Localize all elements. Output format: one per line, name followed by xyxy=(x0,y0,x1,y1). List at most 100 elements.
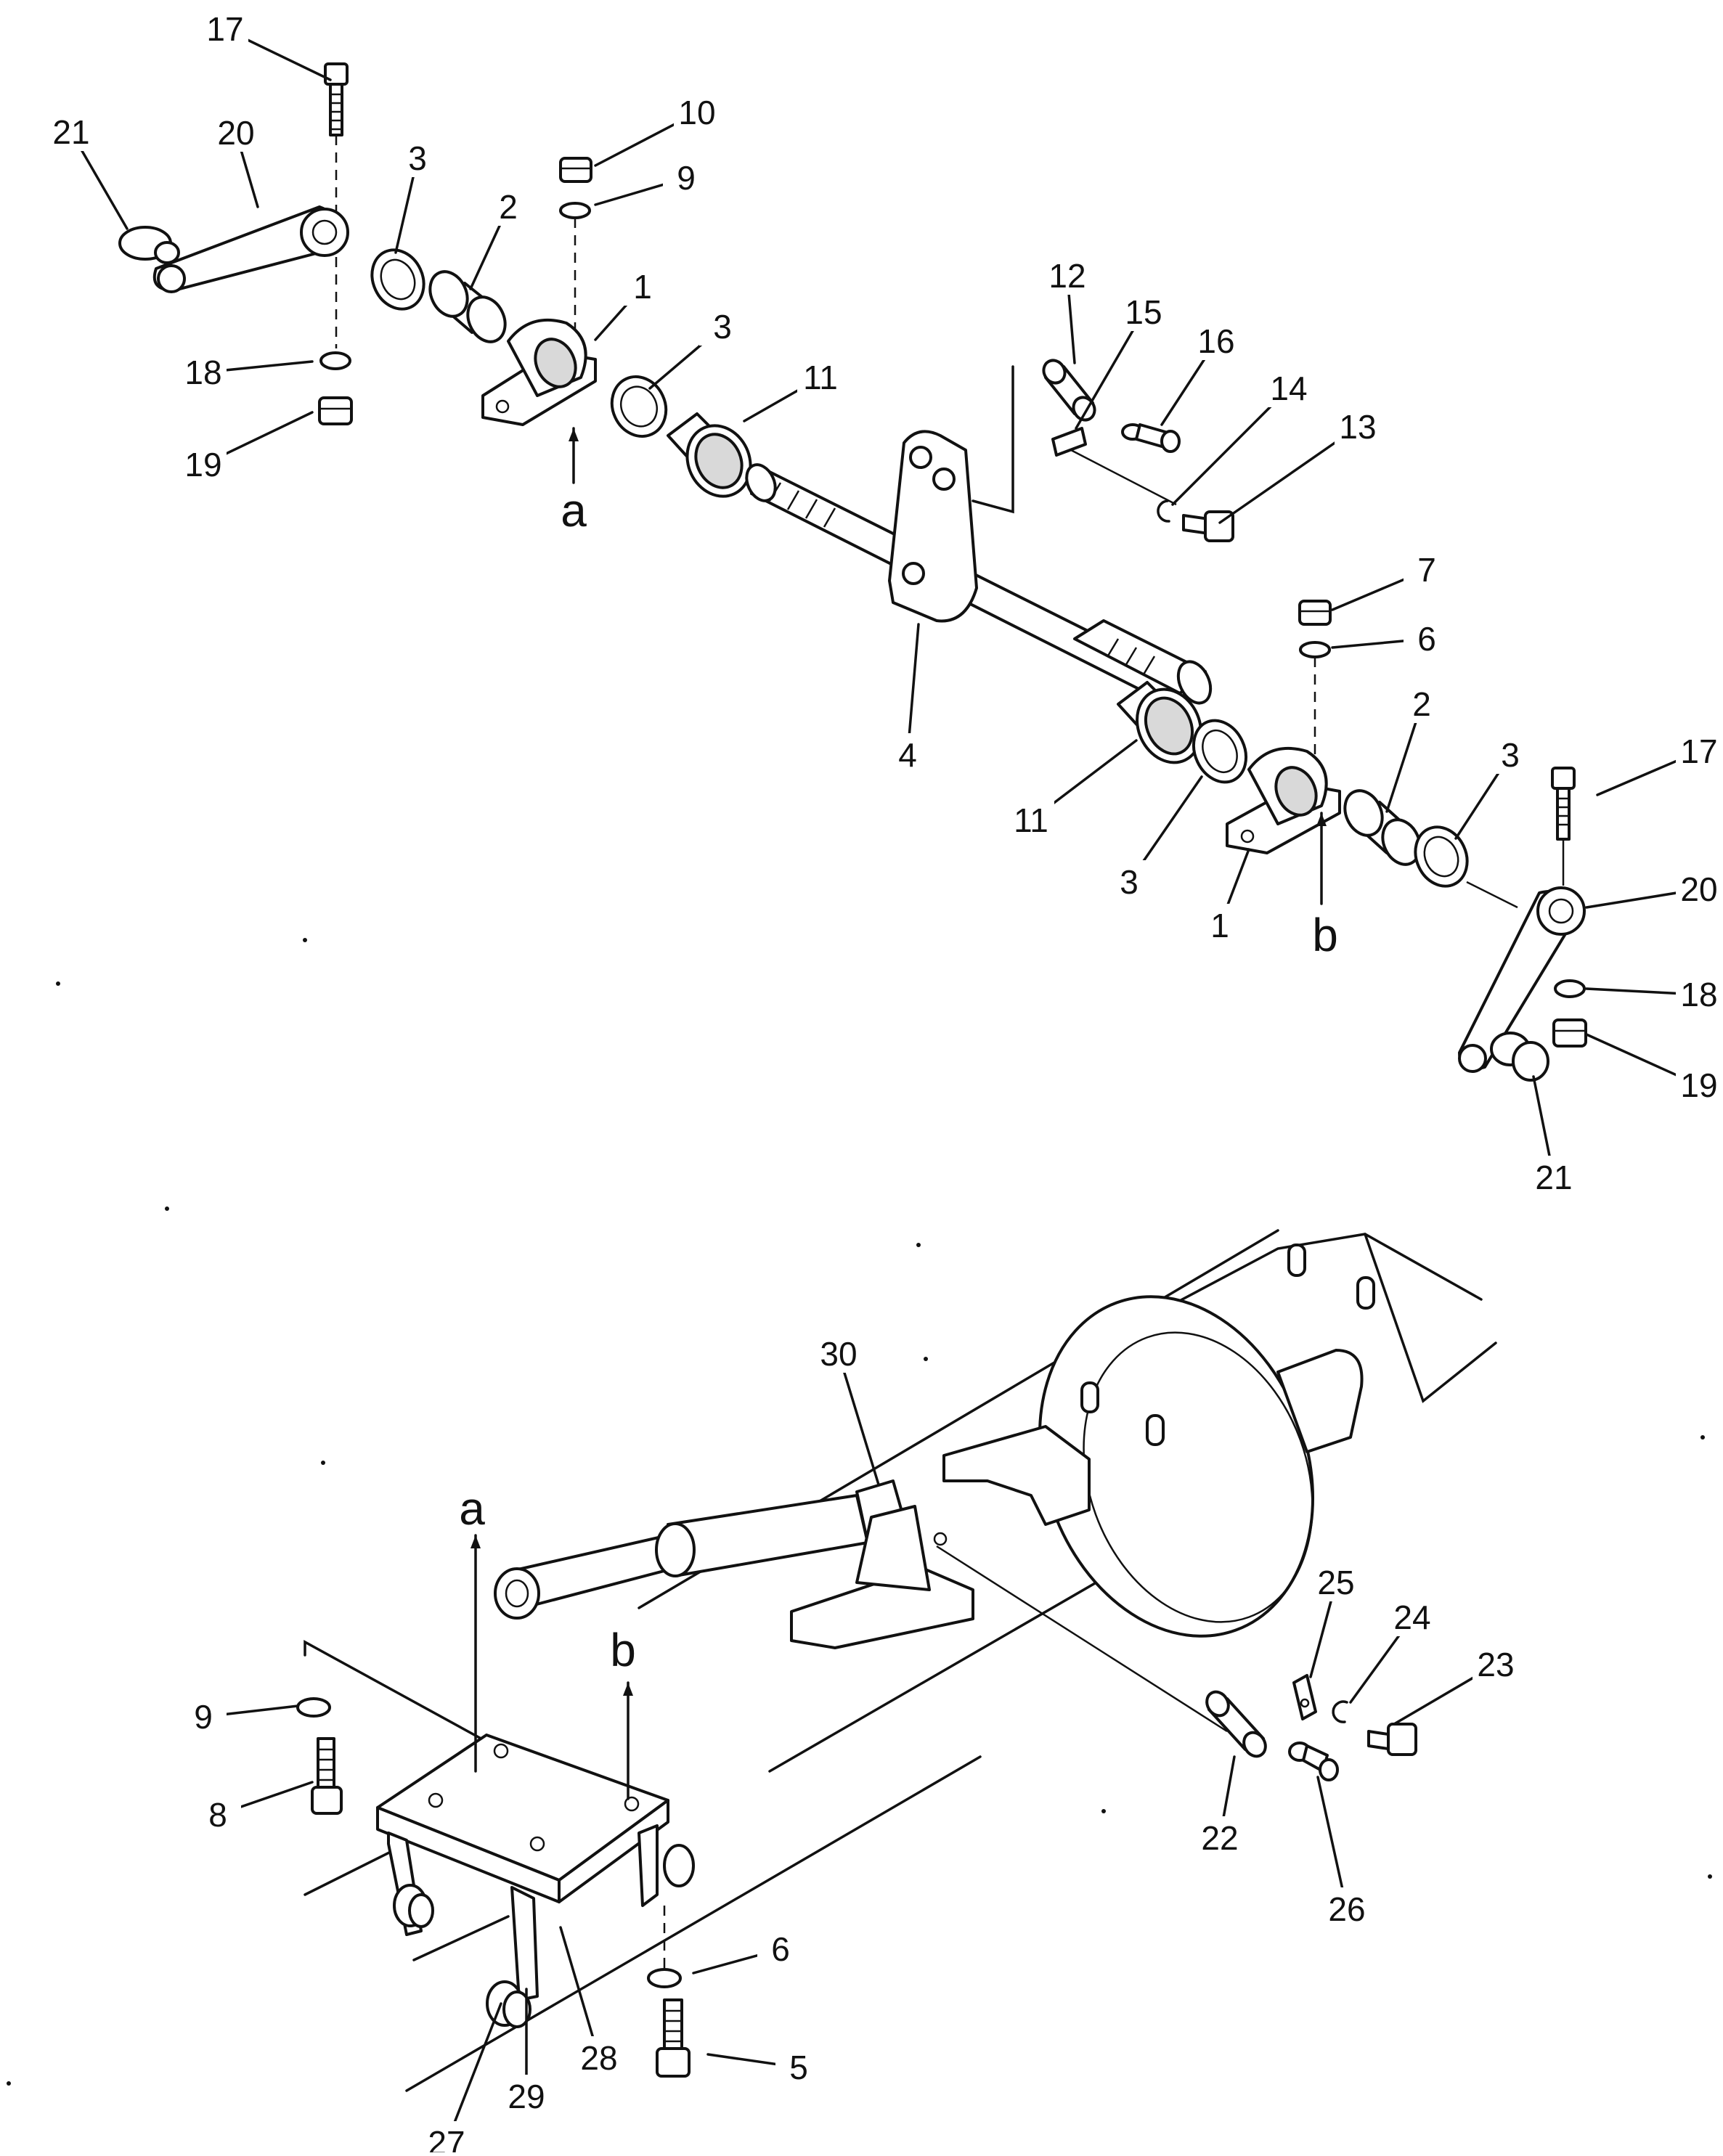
axis-line-pin-22 xyxy=(936,1545,1228,1733)
callout-c26: 26 xyxy=(1316,1776,1370,1928)
callout-c10: 10 xyxy=(594,91,720,167)
reference-rb2: b xyxy=(610,1624,636,1800)
washer-6-right xyxy=(1299,641,1331,658)
callout-label: 23 xyxy=(1477,1646,1514,1683)
callout-label: 13 xyxy=(1339,408,1376,446)
leader-line xyxy=(445,2002,502,2144)
nut-19-left xyxy=(318,396,353,425)
seal-3-middle xyxy=(610,375,668,438)
callout-c18b: 18 xyxy=(1585,973,1722,1013)
callout-label: 8 xyxy=(208,1796,227,1834)
lever-20-left xyxy=(152,205,349,293)
steering-knuckle-plate xyxy=(942,1425,1091,1526)
bolt-13 xyxy=(1182,510,1234,542)
callout-c30: 30 xyxy=(815,1332,880,1486)
callout-label: 20 xyxy=(217,114,254,152)
pin-22 xyxy=(1205,1690,1267,1758)
callout-label: 3 xyxy=(713,308,732,346)
callout-c3b: 3 xyxy=(648,305,746,390)
callout-label: 6 xyxy=(771,1930,790,1968)
callout-label: 18 xyxy=(184,354,221,391)
arrow-head xyxy=(1316,813,1327,826)
callout-c15: 15 xyxy=(1075,290,1167,430)
callout-c29: 29 xyxy=(503,1988,550,2115)
snap-ring-24 xyxy=(1332,1700,1348,1723)
callout-label: 10 xyxy=(678,94,715,131)
callout-c28: 28 xyxy=(559,1926,622,2077)
callout-c12: 12 xyxy=(1044,254,1091,364)
plate-25 xyxy=(1292,1674,1317,1720)
reference-letter: a xyxy=(459,1482,485,1535)
pin-21-left xyxy=(118,226,180,264)
callout-c6a: 6 xyxy=(1331,617,1450,658)
callout-label: 27 xyxy=(428,2124,465,2152)
callout-label: 24 xyxy=(1393,1598,1430,1636)
bearing-11-right xyxy=(1117,681,1202,764)
callout-c24: 24 xyxy=(1349,1596,1435,1704)
callout-c13: 13 xyxy=(1218,405,1381,524)
shaft-4 xyxy=(745,430,1213,706)
snap-ring-14 xyxy=(1157,499,1170,523)
bolt-8 xyxy=(311,1737,343,1815)
callout-c20a: 20 xyxy=(213,111,259,208)
reference-letter: b xyxy=(610,1624,636,1676)
callout-label: 19 xyxy=(1680,1066,1717,1104)
callout-label: 25 xyxy=(1317,1564,1354,1601)
bolt-17-left xyxy=(324,62,349,136)
callout-label: 28 xyxy=(580,2039,617,2077)
callout-c1b: 1 xyxy=(1197,848,1250,944)
bushing-2-right xyxy=(1343,789,1422,866)
callout-label: 21 xyxy=(1535,1159,1572,1196)
callout-c21b: 21 xyxy=(1531,1075,1577,1196)
callout-label: 5 xyxy=(789,2049,808,2086)
callout-c4: 4 xyxy=(884,623,931,774)
callout-c25: 25 xyxy=(1309,1561,1359,1678)
scan-specks xyxy=(7,938,1712,2086)
bracket-1-left xyxy=(481,318,597,426)
callout-label: 7 xyxy=(1417,551,1436,589)
callout-c23: 23 xyxy=(1393,1643,1519,1726)
callout-label: 16 xyxy=(1197,322,1234,360)
callout-label: 30 xyxy=(820,1335,857,1373)
washer-18-right xyxy=(1554,979,1586,998)
callout-label: 11 xyxy=(803,359,838,396)
callout-label: 19 xyxy=(184,446,221,483)
callout-label: 9 xyxy=(677,159,696,197)
bearing-11-left xyxy=(667,412,752,498)
rubber-stop-right xyxy=(663,1844,695,1887)
rubber-stop-27 xyxy=(486,1980,531,2028)
reference-letter: a xyxy=(561,484,587,536)
callout-c11a: 11 xyxy=(743,356,844,422)
callout-label: 12 xyxy=(1048,257,1085,295)
callout-c11b: 11 xyxy=(1008,739,1138,839)
callout-label: 4 xyxy=(898,736,917,774)
callout-label: 15 xyxy=(1125,293,1162,331)
callout-label: 2 xyxy=(499,188,518,226)
nut-7 xyxy=(1298,600,1332,626)
callout-c14: 14 xyxy=(1171,367,1312,506)
callout-label: 29 xyxy=(508,2078,545,2115)
callout-label: 17 xyxy=(206,10,243,48)
callout-c17b: 17 xyxy=(1596,730,1722,796)
seal-3-right-inner xyxy=(1192,719,1247,784)
callout-c20b: 20 xyxy=(1585,867,1722,909)
callout-c2b: 2 xyxy=(1385,682,1445,813)
callout-label: 11 xyxy=(1014,801,1048,839)
housing-flange xyxy=(1038,1244,1375,1638)
callout-c2a: 2 xyxy=(469,185,531,290)
callout-c19a: 19 xyxy=(180,411,314,483)
arrow-head xyxy=(471,1535,481,1548)
callout-label: 3 xyxy=(1501,736,1520,774)
cylinder-mount-bracket xyxy=(790,1505,974,1649)
reference-ra2: a xyxy=(459,1482,485,1773)
callout-c1a: 1 xyxy=(594,265,666,341)
callout-label: 14 xyxy=(1270,369,1307,407)
callout-c8: 8 xyxy=(195,1781,314,1834)
rubber-stop-29 xyxy=(393,1884,434,1928)
callout-label: 17 xyxy=(1680,732,1717,770)
nut-10 xyxy=(559,157,592,183)
bolt-5 xyxy=(656,1998,691,2078)
callout-c16: 16 xyxy=(1160,319,1239,426)
